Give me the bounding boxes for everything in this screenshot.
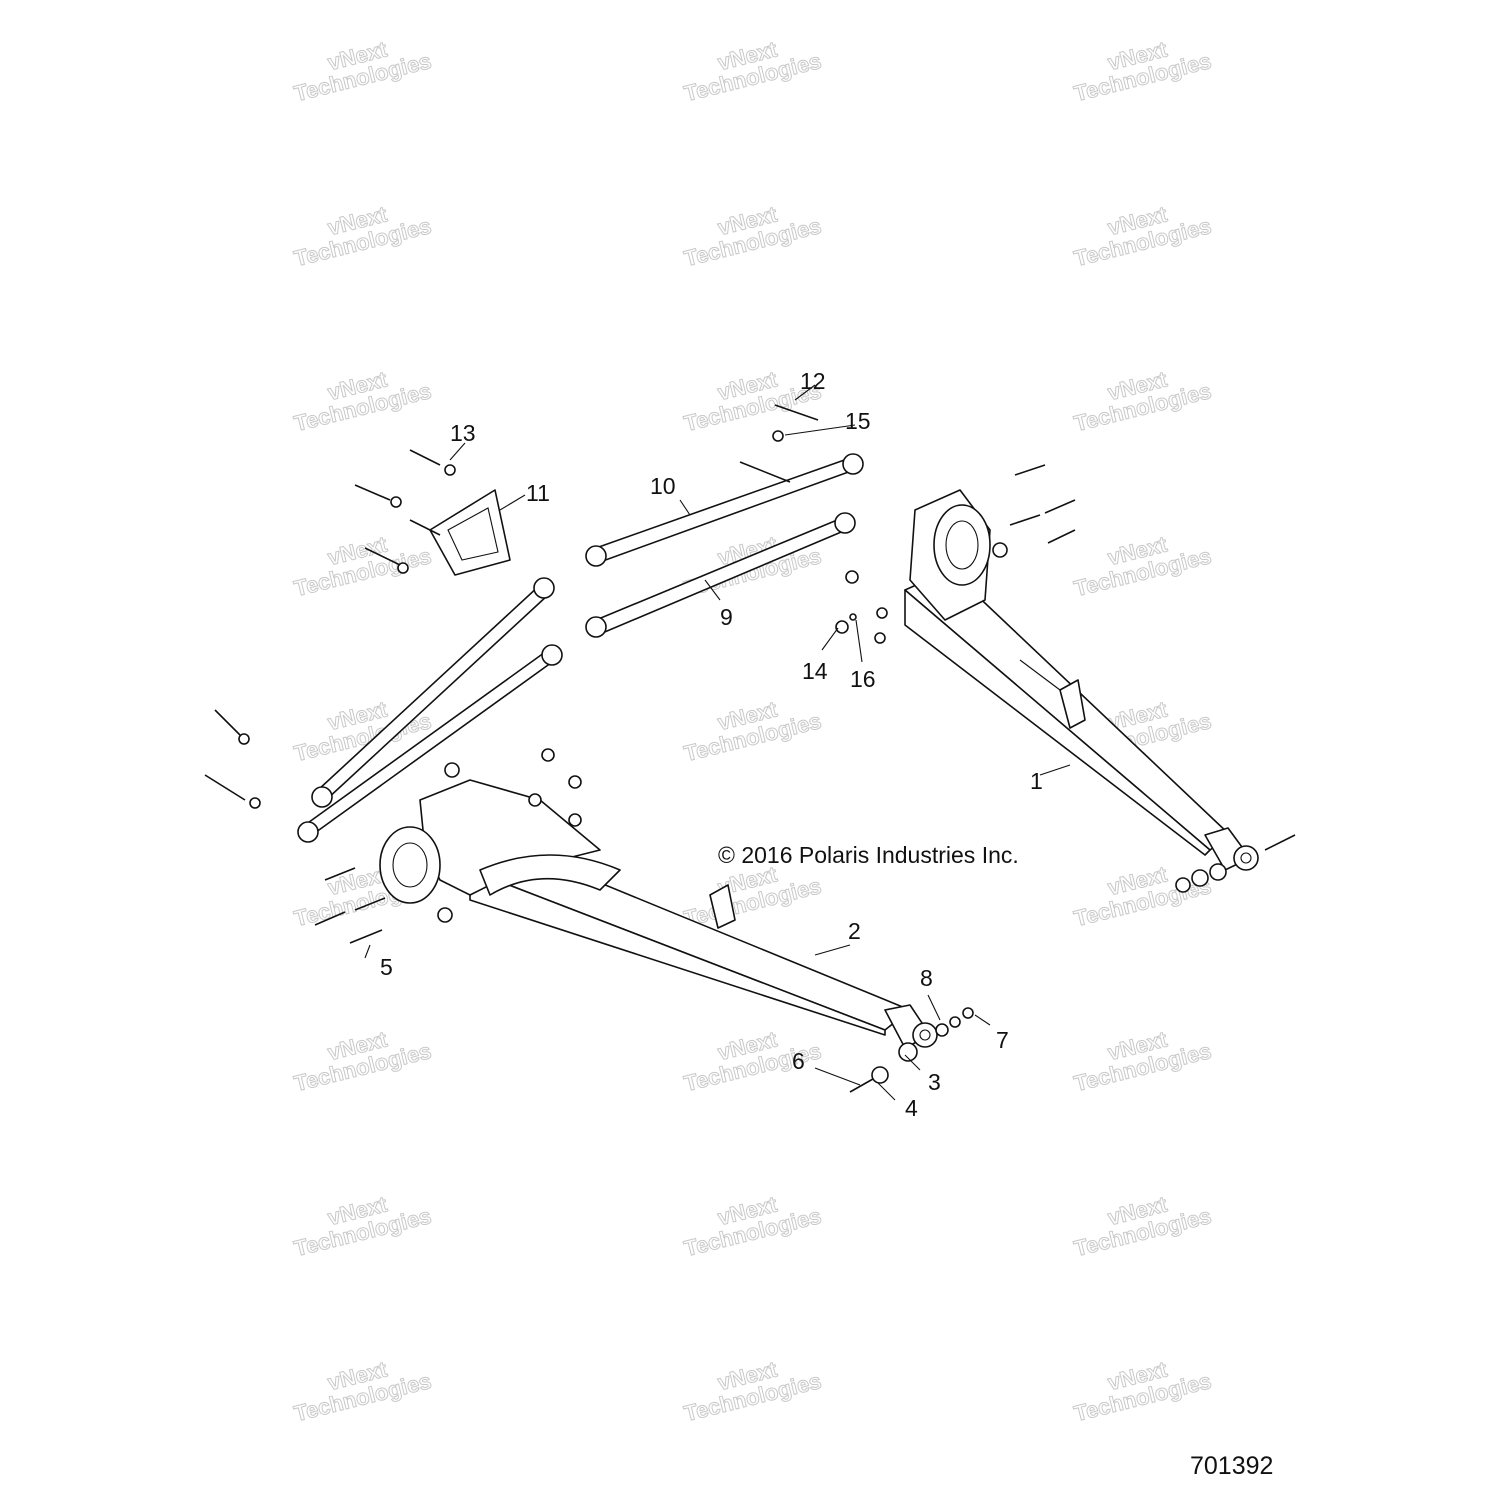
nuts-washers <box>238 430 1227 1084</box>
callout-7: 7 <box>996 1027 1009 1053</box>
callout-8: 8 <box>920 965 933 991</box>
trailing-arm-right <box>904 489 1259 871</box>
callout-9: 9 <box>720 604 733 630</box>
callout-13: 13 <box>450 420 476 446</box>
callout-2: 2 <box>848 918 861 944</box>
callout-15: 15 <box>845 408 871 434</box>
bracket-11 <box>429 489 511 576</box>
callout-5: 5 <box>380 954 393 980</box>
drawing-number: 701392 <box>1190 1452 1274 1480</box>
callout-4: 4 <box>905 1095 918 1121</box>
copyright-notice: © 2016 Polaris Industries Inc. <box>718 842 1019 868</box>
link-9 <box>585 512 856 638</box>
callout-3: 3 <box>928 1069 941 1095</box>
trailing-arm-left <box>379 779 938 1049</box>
callout-10: 10 <box>650 473 676 499</box>
callout-16: 16 <box>850 666 876 692</box>
callout-11: 11 <box>526 480 550 506</box>
callout-12: 12 <box>800 368 826 394</box>
callout-6: 6 <box>792 1048 805 1074</box>
link-10 <box>585 453 864 567</box>
lower-link-upper <box>311 577 555 808</box>
leader-lines <box>364 384 1071 1101</box>
callout-14: 14 <box>802 658 828 684</box>
callout-1: 1 <box>1030 768 1043 794</box>
lower-link-lower <box>297 644 563 843</box>
